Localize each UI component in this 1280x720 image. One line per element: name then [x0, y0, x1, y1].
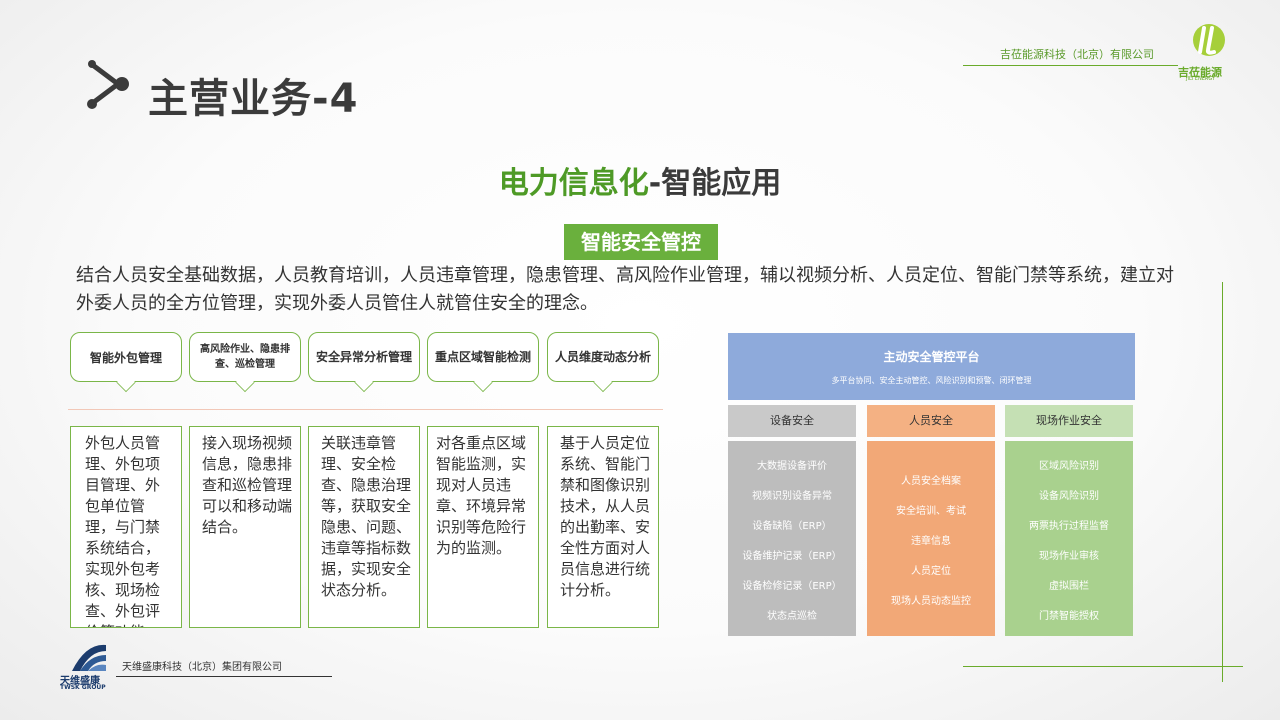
bubble-outsourcing: 智能外包管理 [70, 332, 182, 382]
column-header-site-work: 现场作业安全 [1005, 405, 1133, 437]
list-item: 违章信息 [911, 536, 951, 547]
list-item: 人员安全档案 [901, 476, 961, 487]
footer-divider [116, 676, 332, 677]
list-item: 现场作业审核 [1039, 551, 1099, 562]
network-icon [87, 60, 129, 109]
list-item: 人员定位 [911, 566, 951, 577]
list-item: 设备风险识别 [1039, 491, 1099, 502]
desc-safety-anomaly: 关联违章管理、安全检查、隐患治理等，获取安全隐患、问题、违章等指标数据，实现安全… [308, 426, 420, 628]
platform-subtitle: 多平台协同、安全主动管控、风险识别和预警、闭环管理 [831, 376, 1032, 385]
list-item: 大数据设备评价 [757, 461, 827, 472]
bubble-high-risk: 高风险作业、隐患排查、巡检管理 [189, 332, 301, 382]
list-item: 设备维护记录（ERP） [742, 551, 842, 562]
list-item: 现场人员动态监控 [891, 596, 971, 607]
company-name-top: 吉莅能源科技（北京）有限公司 [1000, 48, 1154, 61]
list-item: 两票执行过程监督 [1029, 521, 1109, 532]
jili-logo-subtext: JILI ENERGY [1186, 76, 1216, 82]
list-item: 设备检修记录（ERP） [742, 581, 842, 592]
section-title: 电力信息化-智能应用 [0, 158, 1280, 202]
desc-outsourcing: 外包人员管理、外包项目管理、外包单位管理，与门禁系统结合，实现外包考核、现场检查… [70, 426, 182, 628]
intro-paragraph: 结合人员安全基础数据，人员教育培训，人员违章管理，隐患管理、高风险作业管理，辅以… [76, 265, 1174, 314]
company-name-bottom: 天维盛康科技（北京）集团有限公司 [122, 662, 282, 673]
desc-personnel-dynamic: 基于人员定位系统、智能门禁和图像识别技术，从人员的出勤率、安全性方面对人员信息进… [547, 426, 659, 628]
list-item: 设备缺陷（ERP） [752, 521, 832, 532]
list-item: 安全培训、考试 [896, 506, 966, 517]
list-item: 虚拟围栏 [1049, 581, 1089, 592]
right-vertical-line [1222, 282, 1223, 682]
bubble-label: 智能外包管理 [89, 350, 162, 365]
page-title: 主营业务-4 [148, 76, 359, 122]
column-body-equipment: 大数据设备评价 视频识别设备异常 设备缺陷（ERP） 设备维护记录（ERP） 设… [728, 441, 856, 636]
tag-banner: 智能安全管控 [564, 224, 718, 260]
jili-logo-text: 吉莅能源 [1178, 66, 1222, 79]
platform-title: 主动安全管控平台 [883, 350, 980, 364]
column-body-personnel: 人员安全档案 安全培训、考试 违章信息 人员定位 现场人员动态监控 [867, 441, 995, 636]
desc-key-area: 对各重点区域智能监测，实现对人员违章、环境异常识别等危险行为的监测。 [427, 426, 539, 628]
column-header-equipment: 设备安全 [728, 405, 856, 437]
column-header-personnel: 人员安全 [867, 405, 995, 437]
bubble-label: 人员维度动态分析 [554, 350, 651, 364]
bubble-label: 重点区域智能检测 [434, 350, 531, 364]
divider-line [68, 409, 663, 410]
column-body-site-work: 区域风险识别 设备风险识别 两票执行过程监督 现场作业审核 虚拟围栏 门禁智能授… [1005, 441, 1133, 636]
bubble-safety-anomaly: 安全异常分析管理 [308, 332, 420, 382]
list-item: 区域风险识别 [1039, 461, 1099, 472]
list-item: 门禁智能授权 [1039, 611, 1099, 622]
bubble-label: 高风险作业、隐患排查、巡检管理 [200, 344, 290, 370]
bubble-personnel-dynamic: 人员维度动态分析 [547, 332, 659, 382]
bubble-key-area: 重点区域智能检测 [427, 332, 539, 382]
section-title-highlight: 电力信息化 [498, 166, 649, 201]
twsk-logo-icon [72, 644, 106, 671]
header-divider [963, 65, 1178, 66]
section-title-rest: -智能应用 [648, 166, 782, 201]
bottom-right-line [963, 666, 1243, 667]
twsk-logo-subtext: TWSK GROUP [60, 684, 106, 691]
desc-high-risk: 接入现场视频信息，隐患排查和巡检管理可以和移动端结合。 [189, 426, 301, 628]
list-item: 视频识别设备异常 [752, 491, 832, 502]
platform-header: 主动安全管控平台 多平台协同、安全主动管控、风险识别和预警、闭环管理 [728, 333, 1135, 400]
twsk-logo-text: 天维盛康 [60, 676, 100, 687]
list-item: 状态点巡检 [767, 611, 817, 622]
bubble-label: 安全异常分析管理 [315, 350, 412, 364]
jili-logo-icon [1193, 24, 1225, 56]
